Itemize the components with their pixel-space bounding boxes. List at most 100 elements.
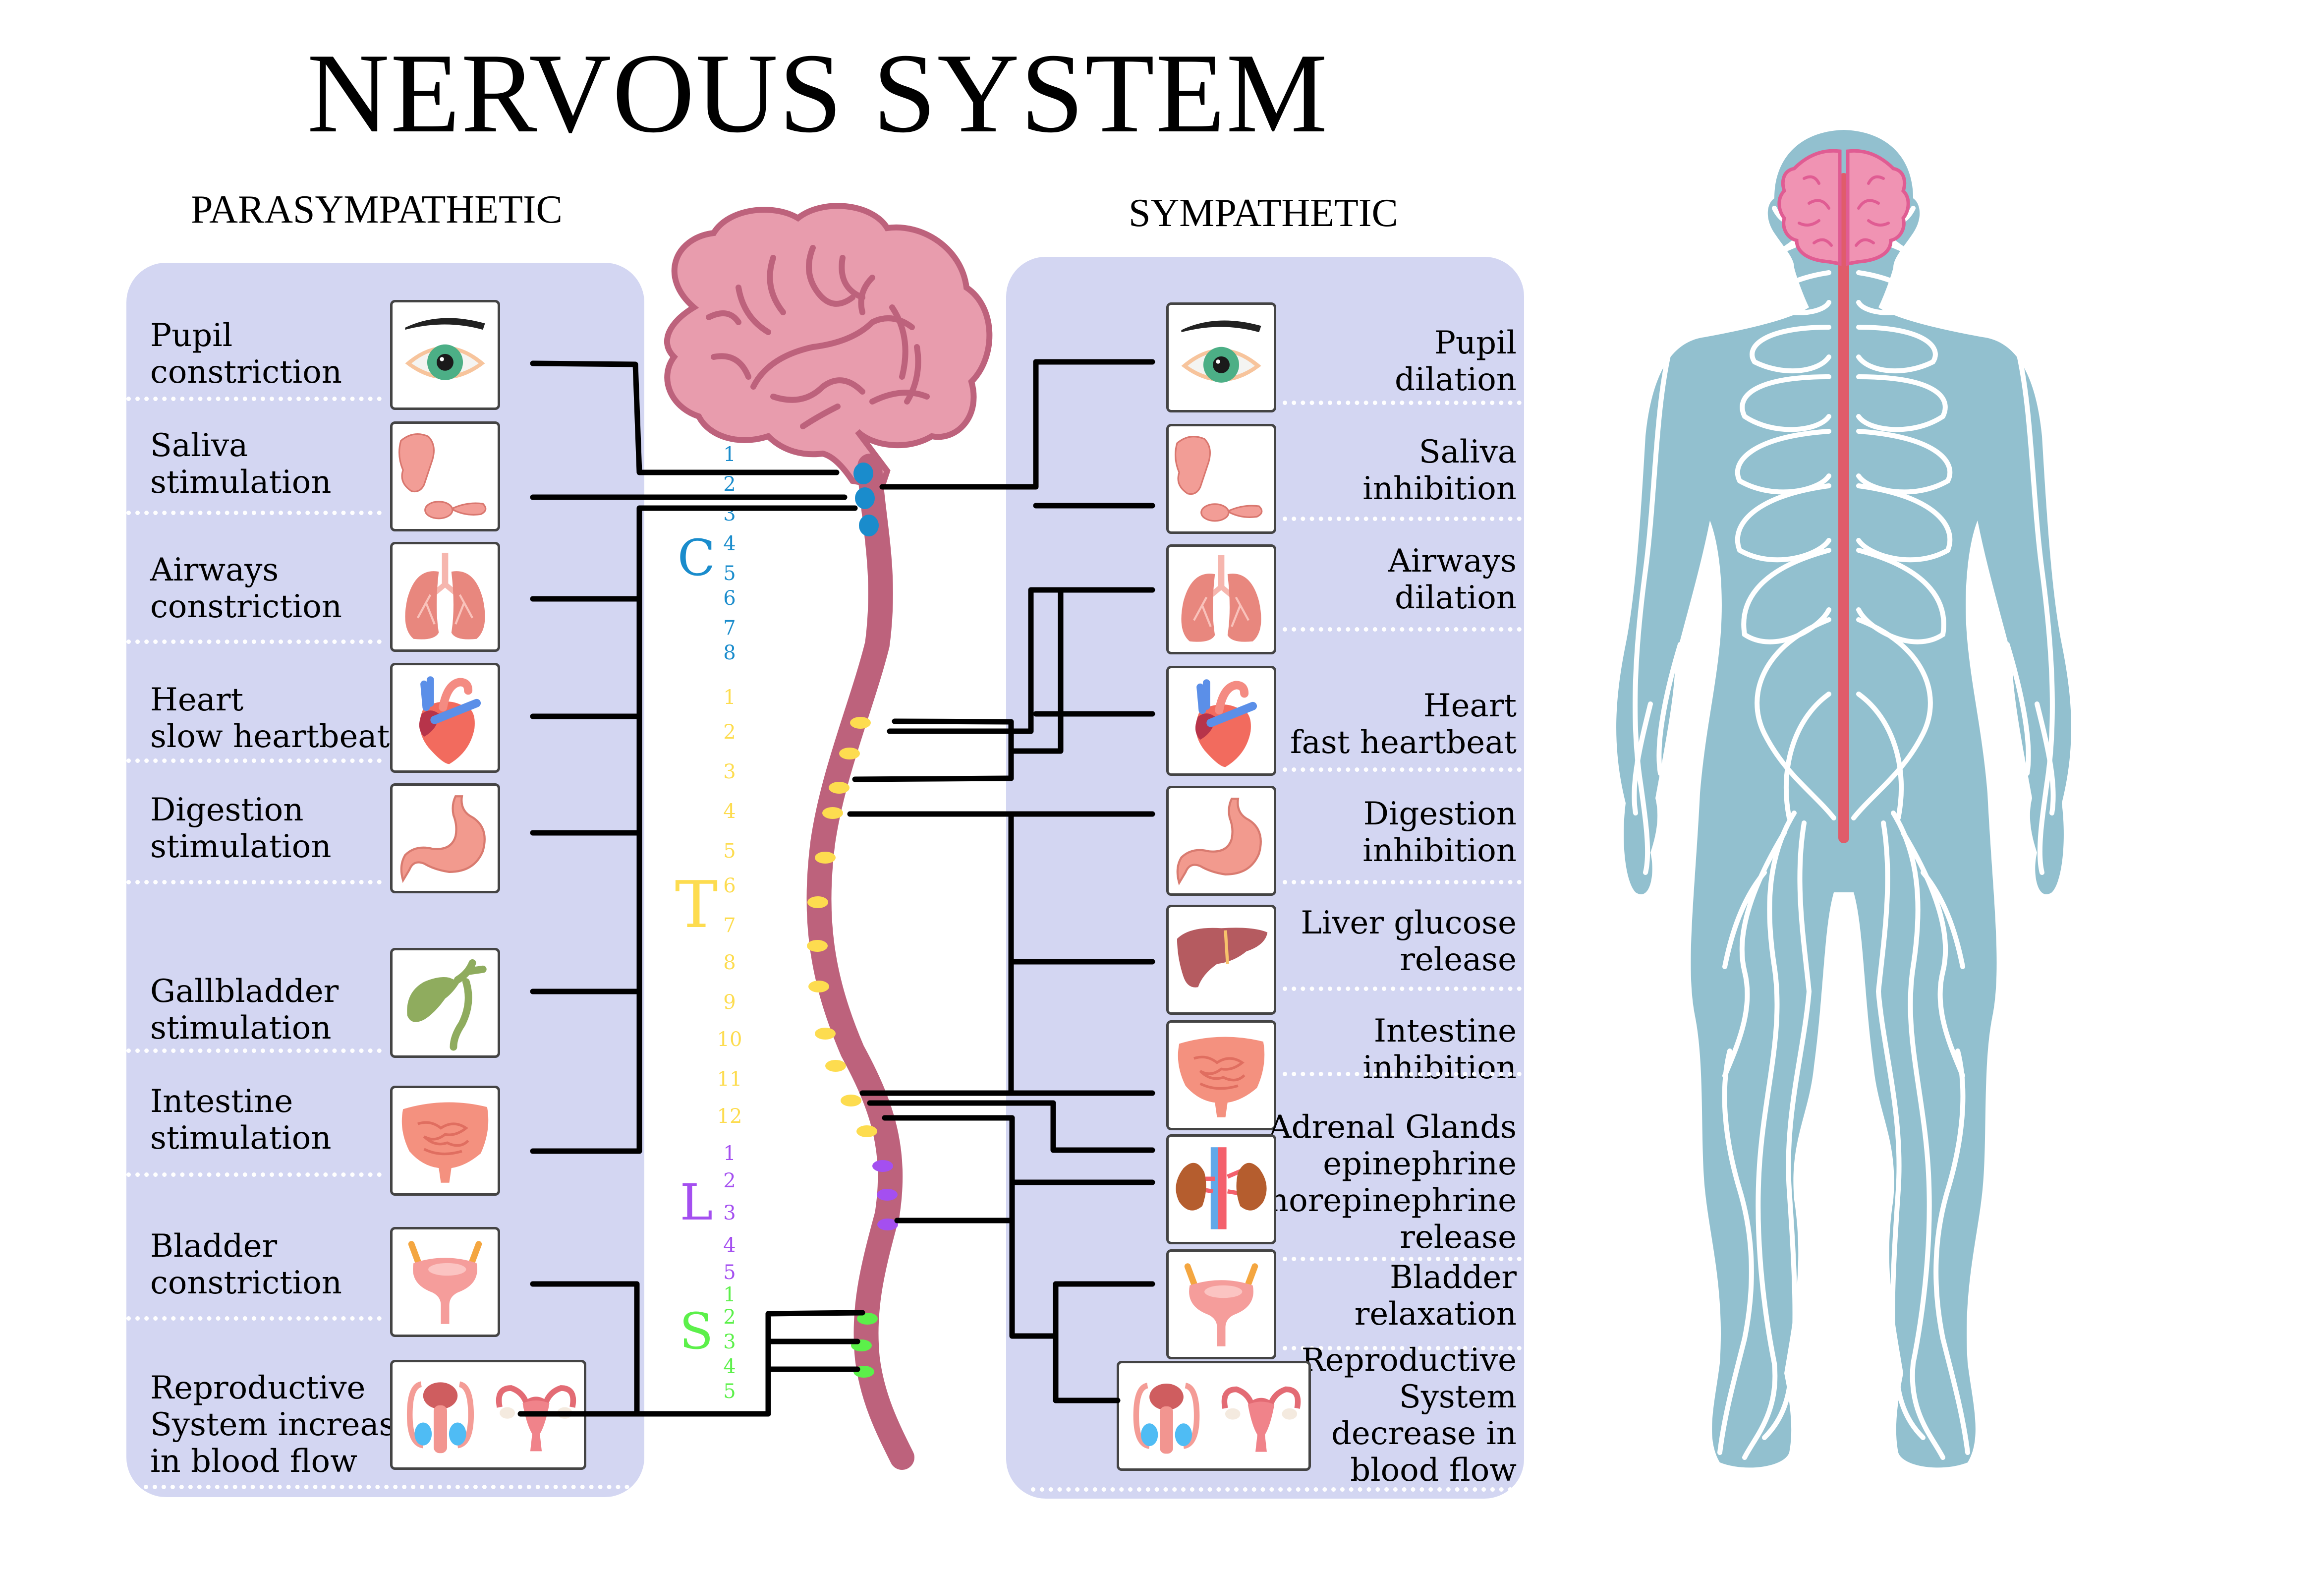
sympathetic-label-5: Digestion inhibition: [1362, 796, 1517, 869]
heart-icon: [393, 665, 498, 770]
sympathetic-row-divider: [1283, 401, 1522, 405]
vertebra-dot-t: [829, 782, 850, 794]
parasympathetic-row-divider: [126, 1316, 382, 1321]
intestine-icon: [393, 1088, 498, 1193]
parasympathetic-organ-9: [390, 1360, 586, 1470]
parasympathetic-row-divider: [126, 1048, 382, 1053]
spine-s-number: 2: [723, 1306, 736, 1329]
vertebra-dot-l: [872, 1160, 893, 1172]
spine-t-number: 2: [723, 721, 736, 744]
bladder-icon: [393, 1229, 498, 1335]
vertebra-dot-t: [807, 940, 828, 952]
spine-t-number: 11: [717, 1068, 742, 1091]
eye-icon: [1169, 305, 1274, 410]
eye-icon: [393, 302, 498, 407]
peripheral-nerves: [1632, 191, 2056, 1460]
vertebra-dot-c: [853, 463, 873, 484]
sympathetic-organ-2: [1166, 424, 1276, 534]
heart-icon: [1169, 668, 1274, 773]
spine-l-number: 2: [723, 1169, 736, 1192]
lungs-icon: [393, 544, 498, 649]
sympathetic-organ-9: [1166, 1249, 1276, 1359]
sympathetic-organ-6: [1166, 905, 1276, 1015]
brain-side-view: [664, 203, 993, 489]
spine-segment-t-letter: T: [675, 867, 718, 942]
parasympathetic-label-8: Bladder constriction: [150, 1228, 342, 1301]
parasympathetic-organ-7: [390, 1086, 500, 1196]
spine-t-number: 8: [723, 951, 736, 974]
parasympathetic-row-divider: [126, 640, 382, 644]
sympathetic-label-7: Intestine inhibition: [1362, 1013, 1517, 1086]
parasympathetic-organ-1: [390, 300, 500, 410]
sympathetic-row-divider: [1283, 987, 1522, 991]
page-title: NERVOUS SYSTEM: [307, 30, 1329, 156]
sympathetic-label-4: Heart fast heartbeat: [1290, 688, 1517, 761]
vertebra-dot-l: [877, 1189, 898, 1201]
sympathetic-organ-5: [1166, 786, 1276, 896]
vertebra-dot-t: [815, 1028, 836, 1040]
sympathetic-row-divider: [1031, 1487, 1522, 1492]
sympathetic-row-divider: [1283, 1072, 1522, 1076]
spine-t-number: 9: [723, 991, 736, 1014]
parasympathetic-organ-3: [390, 542, 500, 652]
vertebra-dot-t: [807, 896, 828, 908]
spine-t-number: 5: [723, 840, 736, 863]
spine-c-number: 4: [723, 532, 736, 555]
spine-t-number: 3: [723, 760, 736, 783]
parasympathetic-organ-2: [390, 421, 500, 531]
parasympathetic-label-1: Pupil constriction: [150, 317, 342, 391]
parasympathetic-organ-6: [390, 948, 500, 1058]
sympathetic-label-2: Saliva inhibition: [1362, 434, 1517, 507]
vertebra-dot-l: [877, 1219, 898, 1230]
spine-t-number: 12: [717, 1105, 742, 1128]
spine-t-number: 1: [723, 686, 736, 709]
spine-c-number: 1: [723, 443, 736, 466]
sympathetic-organ-3: [1166, 544, 1276, 654]
sympathetic-label-3: Airways dilation: [1388, 543, 1517, 616]
sympathetic-row-divider: [1283, 627, 1522, 632]
vertebra-dot-t: [808, 981, 829, 992]
lungs-icon: [1169, 547, 1274, 652]
sympathetic-label-6: Liver glucose release: [1301, 905, 1517, 978]
spine-s-number: 5: [723, 1380, 736, 1403]
reproductive-organs-icon: [1119, 1363, 1308, 1468]
connector-lines: [517, 359, 1155, 1417]
spine-s-number: 4: [723, 1355, 736, 1378]
sympathetic-row-divider: [1283, 1346, 1522, 1350]
parasympathetic-label-6: Gallbladder stimulation: [150, 973, 339, 1047]
sympathetic-label-1: Pupil dilation: [1395, 325, 1517, 398]
spine-t-number: 7: [723, 914, 736, 937]
salivary-gland-icon: [1169, 426, 1274, 531]
parasympathetic-label-5: Digestion stimulation: [150, 792, 332, 865]
parasympathetic-row-divider: [126, 1172, 382, 1177]
spine-l-number: 3: [723, 1202, 736, 1224]
spine-segment-l-letter: L: [680, 1173, 713, 1231]
sympathetic-organ-8: [1166, 1134, 1276, 1244]
spine-c-number: 2: [723, 473, 736, 496]
parasympathetic-row-divider: [144, 1485, 629, 1489]
sympathetic-heading: SYMPATHETIC: [1129, 191, 1398, 235]
spine-segment-s-letter: S: [680, 1302, 714, 1360]
spine-t-number: 4: [723, 800, 736, 823]
parasympathetic-row-divider: [126, 758, 382, 763]
spine-t-number: 6: [723, 874, 736, 897]
sympathetic-row-divider: [1283, 767, 1522, 772]
sympathetic-row-divider: [1283, 517, 1522, 521]
spine-c-number: 7: [723, 617, 736, 640]
vertebra-dot-t: [825, 1060, 846, 1072]
parasympathetic-row-divider: [126, 880, 382, 884]
intestine-icon: [1169, 1023, 1274, 1128]
sympathetic-organ-1: [1166, 302, 1276, 412]
sympathetic-label-8: Adrenal Glands epinephrine norepinephrin…: [1268, 1109, 1517, 1256]
sympathetic-organ-7: [1166, 1020, 1276, 1130]
spine-t-number: 10: [717, 1028, 742, 1051]
vertebra-dot-t: [850, 717, 871, 729]
parasympathetic-label-3: Airways constriction: [150, 552, 342, 625]
vertebra-dot-t: [815, 852, 836, 864]
spine-l-number: 4: [723, 1234, 736, 1257]
parasympathetic-label-7: Intestine stimulation: [150, 1083, 332, 1157]
sympathetic-label-10: Reproductive System decrease in blood fl…: [1301, 1342, 1517, 1489]
spine-c-number: 8: [723, 641, 736, 664]
